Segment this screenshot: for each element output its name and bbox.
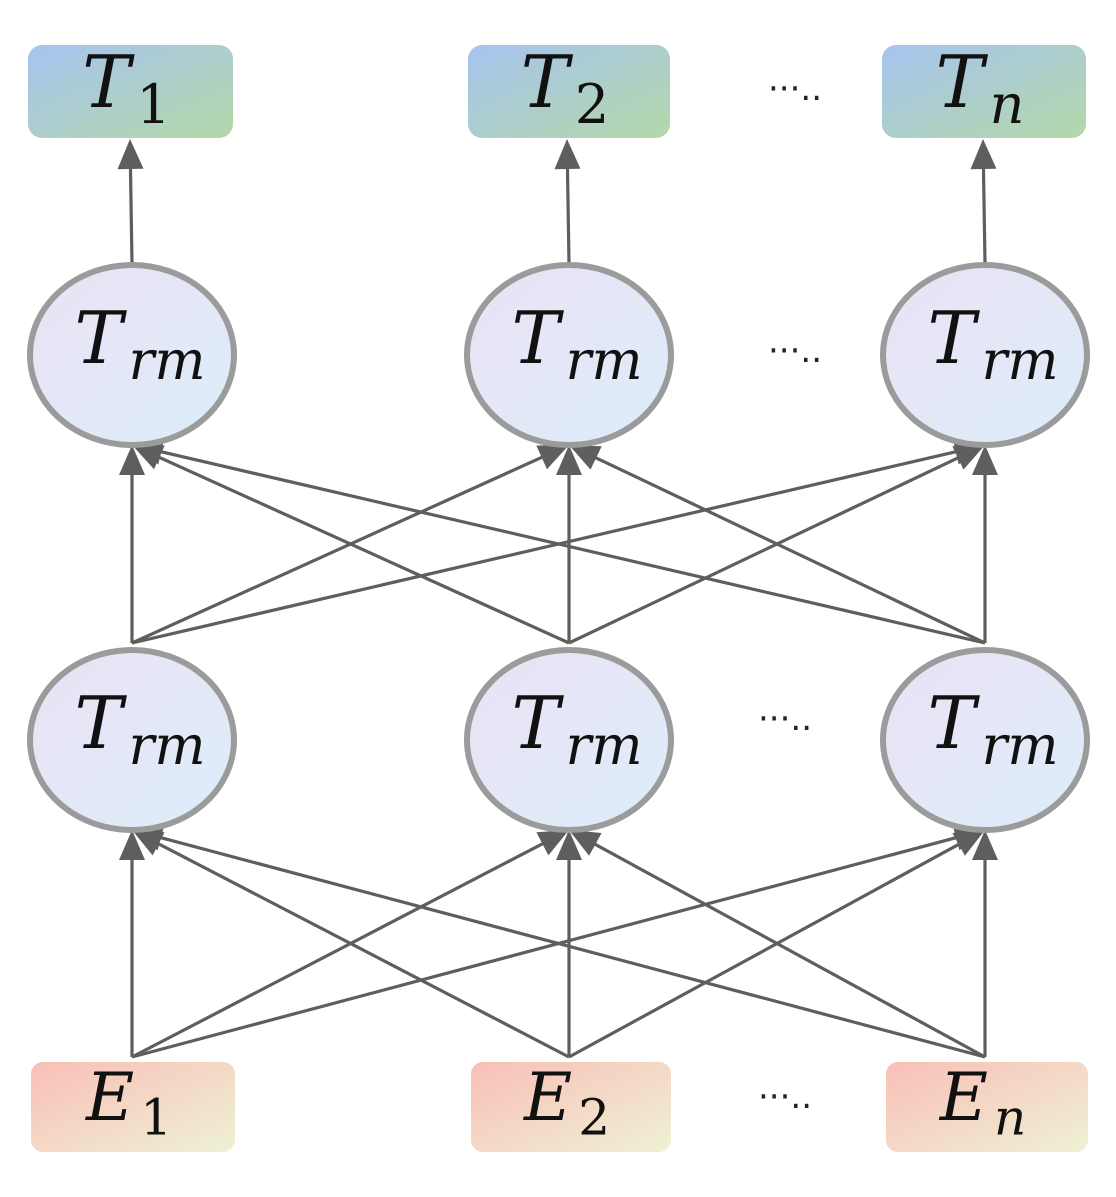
edge-lower3-to-upper3-head <box>972 445 998 475</box>
edge-lower2-to-upper3 <box>568 455 961 645</box>
edge-input3-to-lower2-head <box>569 830 602 856</box>
edge-lower1-to-upper2-head <box>536 445 569 470</box>
edge-input1-to-lower1-head <box>119 830 145 860</box>
edge-lower1-to-upper1-head <box>119 445 145 475</box>
lower-layer-ellipsis: ···.. <box>758 699 812 739</box>
edge-input2-to-lower2-head <box>556 830 582 860</box>
output-box-3 <box>882 45 1086 138</box>
connection-edges <box>117 139 998 1059</box>
edge-lower1-to-upper3 <box>131 449 959 645</box>
edge-input3-to-lower3-head <box>972 830 998 860</box>
upper-layer-node-2 <box>464 262 674 448</box>
edge-input3-to-lower1 <box>158 835 986 1059</box>
lower-layer-node-2 <box>464 647 674 833</box>
edge-lower1-to-upper2 <box>131 455 545 645</box>
edge-lower2-to-upper1 <box>156 455 570 645</box>
node-boxes <box>27 45 1090 1152</box>
input-box-2 <box>471 1062 671 1152</box>
output-box-2 <box>468 45 670 138</box>
upper-layer-node-1 <box>27 262 237 448</box>
edge-input3-to-lower2 <box>592 842 986 1059</box>
input-box-3 <box>886 1062 1088 1152</box>
edge-upper3-to-output3 <box>981 166 987 264</box>
edge-input1-to-lower3 <box>131 835 959 1059</box>
output-ellipsis: ···.. <box>768 69 822 109</box>
edge-lower3-to-upper2 <box>593 455 986 645</box>
edge-input2-to-lower3 <box>568 842 962 1059</box>
edge-upper3-to-output3-head <box>970 139 997 170</box>
edge-upper2-to-output2-head <box>554 139 581 170</box>
edge-upper1-to-output1 <box>128 166 134 264</box>
lower-layer-node-1 <box>27 647 237 833</box>
lower-layer-node-3 <box>880 647 1090 833</box>
edge-input1-to-lower2-head <box>536 830 569 856</box>
input-ellipsis: ···.. <box>758 1077 812 1117</box>
edge-input2-to-lower1 <box>156 841 570 1059</box>
edge-lower2-to-upper3-head <box>952 445 985 470</box>
upper-layer-node-3 <box>880 262 1090 448</box>
output-box-1 <box>28 45 233 138</box>
input-box-1 <box>31 1062 235 1152</box>
edge-lower3-to-upper2-head <box>569 445 602 470</box>
edge-upper2-to-output2 <box>565 166 571 264</box>
upper-layer-ellipsis: ···.. <box>768 331 822 371</box>
edge-upper1-to-output1-head <box>117 139 144 170</box>
edge-lower2-to-upper2-head <box>556 445 582 475</box>
edge-input1-to-lower2 <box>131 841 545 1059</box>
edge-input2-to-lower3-head <box>952 830 985 856</box>
edge-lower3-to-upper1 <box>158 449 986 645</box>
